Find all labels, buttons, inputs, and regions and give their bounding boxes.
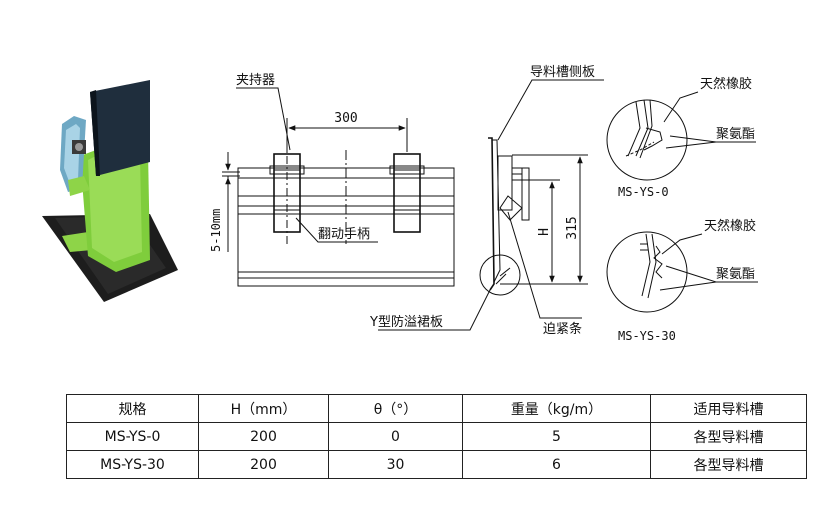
header-weight: 重量（kg/m） [462,394,651,423]
detail-top-title: MS-YS-0 [618,185,669,199]
front-view: 300 5-10mm 夹持器 翻动手柄 [209,73,455,287]
detail-bottom-title: MS-YS-30 [618,329,676,343]
technical-drawing: 300 5-10mm 夹持器 翻动手柄 315 H [42,65,758,343]
detail-circle [479,254,521,296]
cell-spec: MS-YS-30 [66,450,199,479]
cell-theta: 0 [328,422,463,451]
h-symbol: H [537,228,552,236]
header-spec: 规格 [66,394,199,423]
span-dimension: 300 [334,111,357,126]
header-application: 适用导料槽 [650,394,807,423]
table-row: MS-YS-0 200 0 5 各型导料槽 [66,422,807,451]
side-plate-label: 导料槽侧板 [530,65,595,80]
cell-weight: 6 [462,450,651,479]
rubber-top-label: 天然橡胶 [700,76,752,92]
rubber-bottom-label: 天然橡胶 [704,218,756,234]
handle-label: 翻动手柄 [318,227,370,242]
cell-theta: 30 [328,450,463,479]
y-plate-label: Y型防溢裙板 [369,314,443,330]
detail-bottom: 天然橡胶 聚氨酯 MS-YS-30 [606,218,758,343]
pu-bottom-label: 聚氨酯 [716,267,755,282]
cell-application: 各型导料槽 [650,422,807,451]
header-theta: θ（°） [328,394,463,423]
side-view: 315 H 导料槽侧板 迫紧条 Y型防溢裙板 [369,65,604,337]
cell-weight: 5 [462,422,651,451]
product-photo [42,80,178,302]
cell-h: 200 [198,450,329,479]
tension-strip-label: 迫紧条 [543,321,582,337]
clamp-label: 夹持器 [236,73,275,88]
cell-application: 各型导料槽 [650,450,807,479]
pu-top-label: 聚氨酯 [716,127,755,142]
table-header-row: 规格 H（mm） θ（°） 重量（kg/m） 适用导料槽 [66,394,807,423]
detail-top: 天然橡胶 聚氨酯 MS-YS-0 [606,76,756,199]
spec-table: 规格 H（mm） θ（°） 重量（kg/m） 适用导料槽 MS-YS-0 200… [66,394,807,479]
height-dimension: 315 [565,216,580,239]
header-h: H（mm） [198,394,329,423]
cell-spec: MS-YS-0 [66,422,199,451]
cell-h: 200 [198,422,329,451]
table-row: MS-YS-30 200 30 6 各型导料槽 [66,450,807,479]
gap-dimension: 5-10mm [209,209,223,252]
